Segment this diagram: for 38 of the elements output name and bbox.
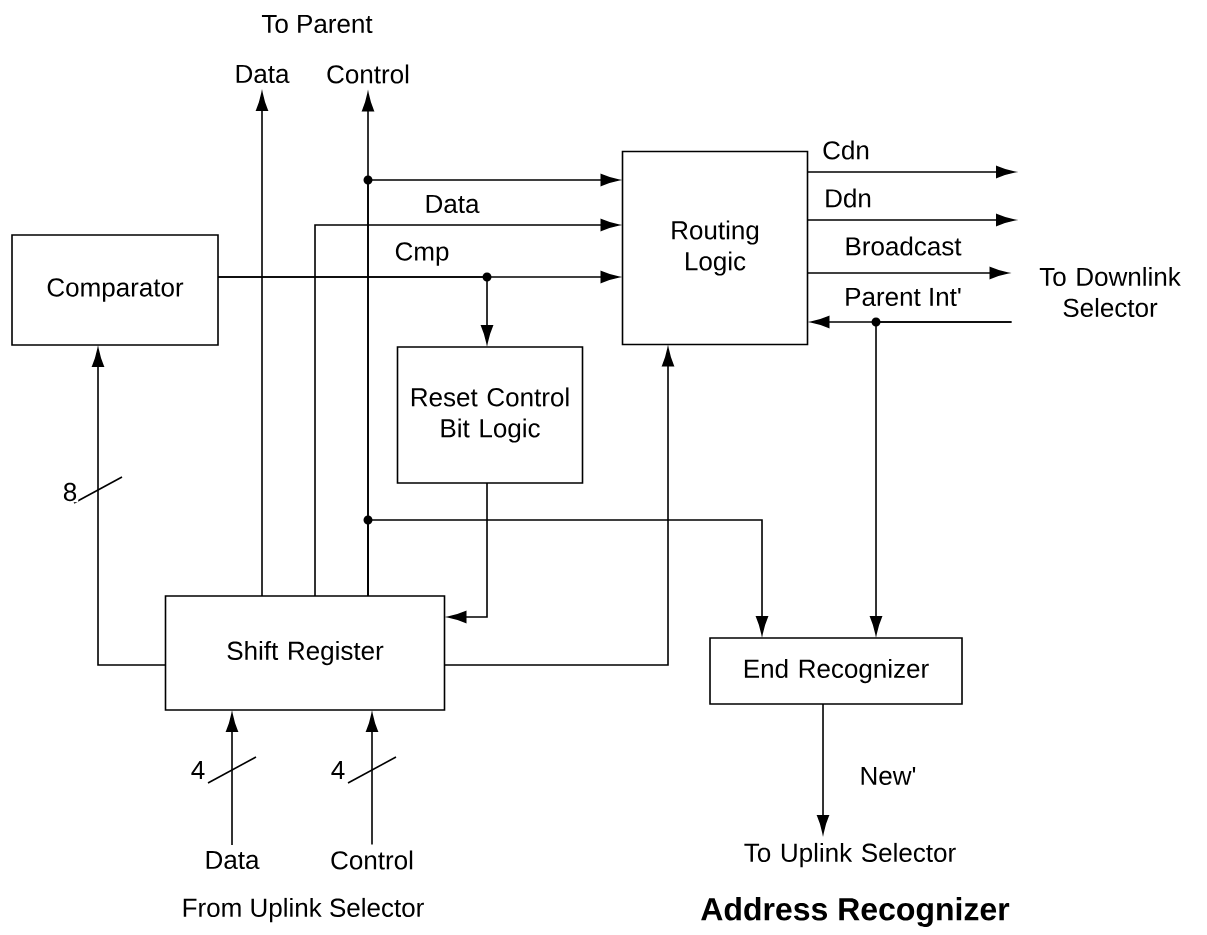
signal-name: Data [423, 193, 481, 215]
signal-label: From Uplink Selector [183, 897, 424, 923]
signal-arrow [314, 218, 620, 597]
signal-arrow [816, 703, 830, 834]
signal-arrow [806, 165, 1015, 179]
signal-arrow [447, 482, 488, 624]
signal-label: Data [206, 850, 260, 870]
signal-name: Broadcast [843, 235, 963, 257]
signal-label: Control [327, 64, 409, 84]
signal-arrow [225, 713, 239, 846]
signal-name: Cdn [821, 139, 871, 161]
function-block: End Recognizer [709, 637, 963, 705]
signal-arrow [365, 713, 379, 846]
signal-arrow [91, 348, 167, 666]
signal-name: Ddn [823, 187, 873, 209]
bus-width-label: 4 [329, 760, 347, 780]
signal-arrow [869, 321, 1013, 635]
signal-arrow [806, 213, 1015, 227]
function-block: Reset Control Bit Logic [396, 346, 584, 484]
signal-label: Data [236, 64, 290, 84]
bus-width-label: 8 [61, 481, 79, 503]
signal-label: To Downlink Selector [1039, 266, 1181, 318]
diagram-title: Address Recognizer [701, 897, 1010, 927]
signal-name: Cmp [393, 241, 451, 267]
function-block: Routing Logic [621, 150, 809, 346]
signal-name: Parent Int' [843, 286, 963, 308]
function-block: Comparator [11, 234, 219, 346]
function-block: Shift Register [164, 595, 446, 711]
signal-arrow [367, 519, 769, 635]
signal-arrow [217, 276, 494, 344]
signal-arrow [806, 266, 1009, 280]
signal-label: Control [331, 850, 413, 870]
signal-label: To Parent [261, 14, 373, 34]
signal-arrow [255, 92, 269, 597]
bus-width-label: 4 [189, 760, 207, 780]
signal-label: To Uplink Selector [744, 842, 956, 868]
signal-name: New' [858, 765, 918, 787]
signal-arrow [443, 347, 675, 666]
